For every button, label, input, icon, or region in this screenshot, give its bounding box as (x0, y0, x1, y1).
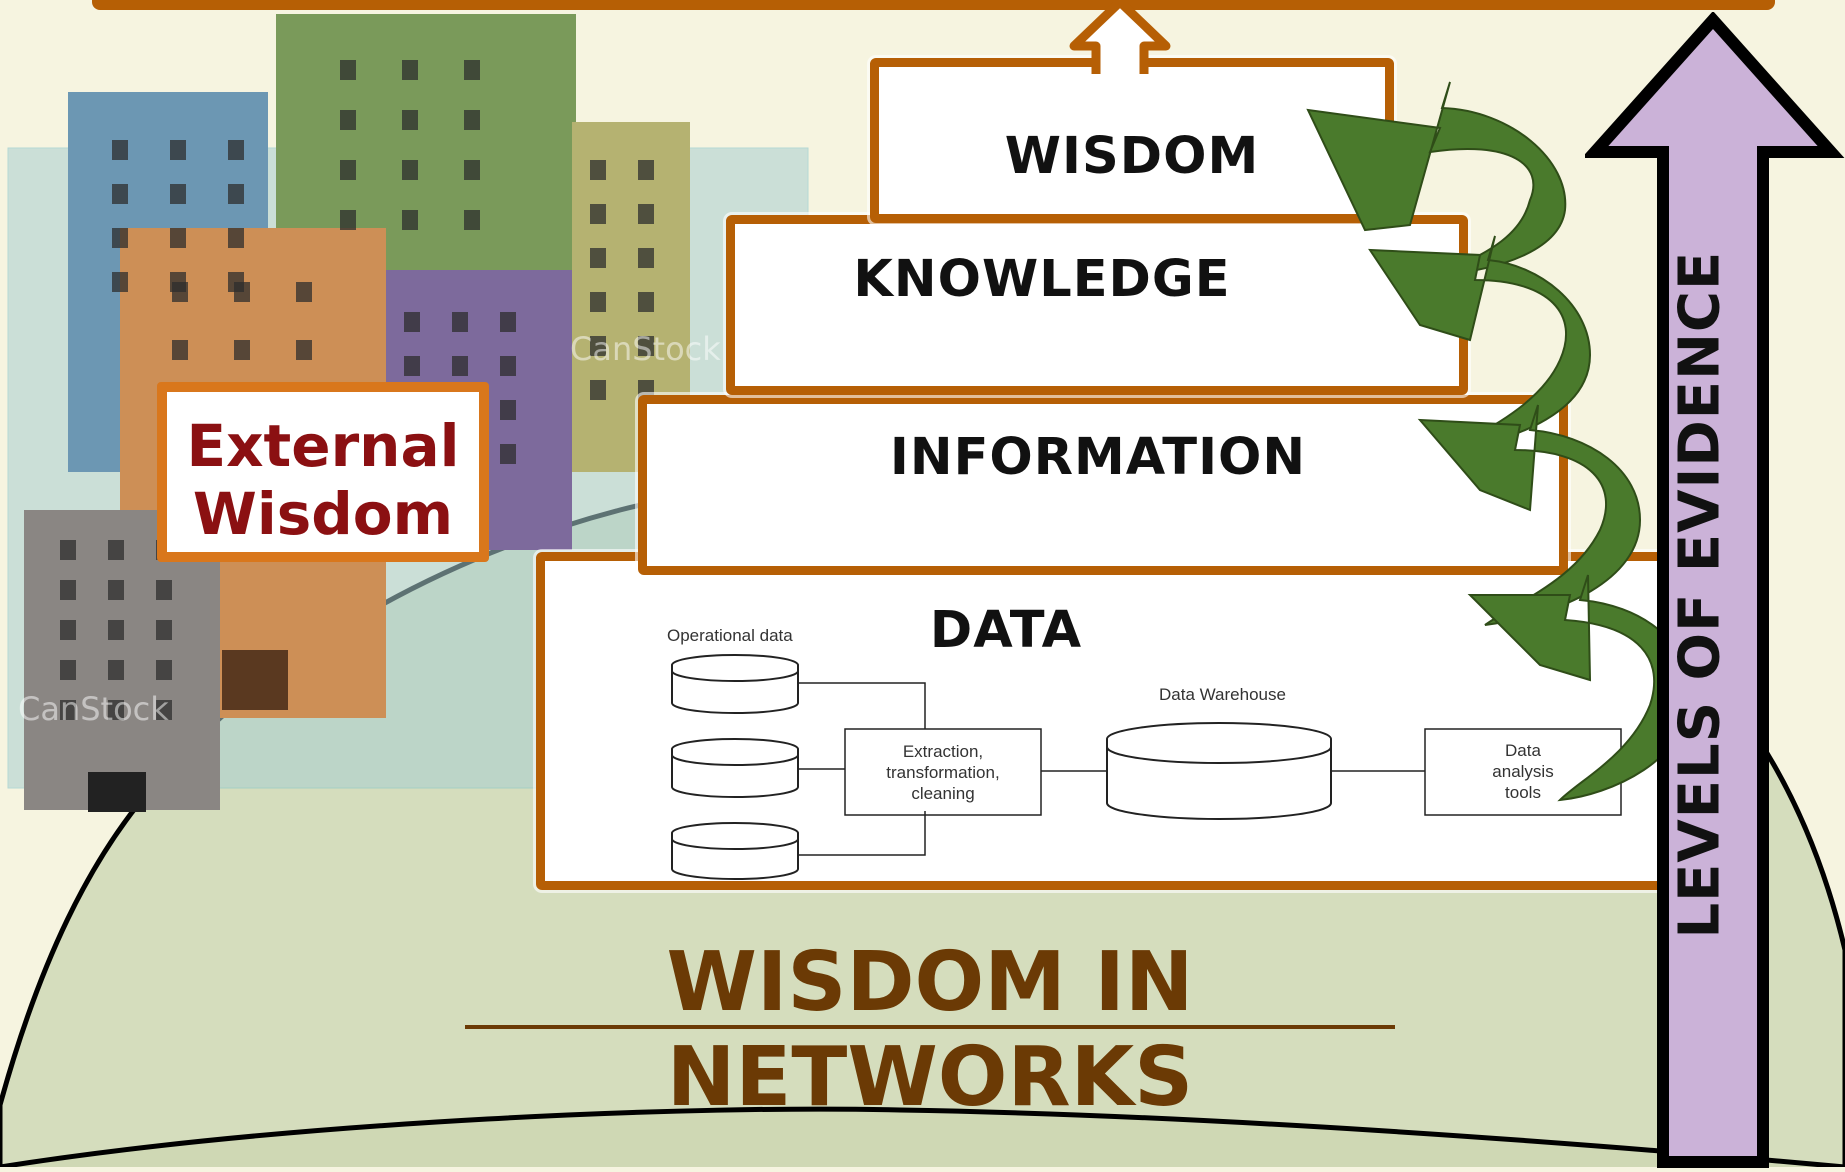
watermark-text: CanStock (18, 690, 169, 728)
building-window (638, 292, 654, 312)
building-window (464, 210, 480, 230)
building-window (402, 210, 418, 230)
information-label: INFORMATION (889, 428, 1307, 487)
building-window (108, 580, 124, 600)
building-window (172, 282, 188, 302)
building-window (500, 312, 516, 332)
top-bar (92, 0, 1775, 10)
building-window (464, 160, 480, 180)
building-window (590, 248, 606, 268)
building-window (404, 312, 420, 332)
building-window (112, 228, 128, 248)
building-window (228, 140, 244, 160)
building-window (402, 60, 418, 80)
curved-arrow-icon (1306, 81, 1567, 276)
building-window (108, 660, 124, 680)
building-window (156, 620, 172, 640)
knowledge-tier: KNOWLEDGE (726, 215, 1468, 395)
building-window (170, 140, 186, 160)
building-window (638, 248, 654, 268)
tools-line-2: analysis (1492, 762, 1553, 781)
feedback-arrows (1306, 81, 1690, 802)
building-window (228, 228, 244, 248)
building-window (402, 110, 418, 130)
building-window (112, 272, 128, 292)
building-window (60, 700, 76, 720)
building-window (170, 184, 186, 204)
building-window (296, 340, 312, 360)
building-window (108, 620, 124, 640)
building-window (638, 336, 654, 356)
building-window (170, 228, 186, 248)
tools-line-3: tools (1505, 783, 1541, 802)
building-window (340, 160, 356, 180)
etl-line-3: cleaning (911, 784, 974, 803)
external-wisdom-box: External Wisdom (157, 382, 489, 562)
building-window (500, 400, 516, 420)
external-wisdom-line-2: Wisdom (192, 480, 454, 548)
building-window (296, 282, 312, 302)
building-window (464, 60, 480, 80)
building-window (590, 336, 606, 356)
building-window (402, 160, 418, 180)
operational-data-label: Operational data (667, 626, 793, 645)
levels-of-evidence-arrow (1585, 12, 1845, 1168)
building-window (234, 282, 250, 302)
building-window (340, 110, 356, 130)
building-window (156, 580, 172, 600)
building-window (60, 580, 76, 600)
building-window (500, 356, 516, 376)
building-window (156, 700, 172, 720)
title-underline (465, 1025, 1395, 1029)
etl-line-2: transformation, (886, 763, 999, 782)
wisdom-label: WISDOM (1004, 127, 1260, 186)
building-window (108, 700, 124, 720)
tools-line-1: Data (1505, 741, 1541, 760)
building-window (500, 444, 516, 464)
building-window (590, 204, 606, 224)
building-window (638, 160, 654, 180)
warehouse-label: Data Warehouse (1159, 685, 1286, 704)
etl-line-1: Extraction, (903, 742, 983, 761)
building-window (112, 140, 128, 160)
building-window (404, 356, 420, 376)
building-window (112, 184, 128, 204)
building-window (340, 60, 356, 80)
building-window (590, 160, 606, 180)
knowledge-label: KNOWLEDGE (853, 250, 1231, 309)
building-window (638, 204, 654, 224)
building-window (340, 210, 356, 230)
information-tier: INFORMATION (638, 395, 1568, 575)
building-window (108, 540, 124, 560)
page-title: WISDOM IN NETWORKS (666, 935, 1194, 1125)
building-window (464, 110, 480, 130)
building-window (234, 340, 250, 360)
building-window (60, 540, 76, 560)
building-window (60, 660, 76, 680)
data-warehouse-diagram: Operational data Extraction, transformat… (667, 626, 1622, 880)
building-window (228, 184, 244, 204)
curved-arrow-icon (1417, 404, 1642, 626)
building-window (172, 340, 188, 360)
building-window (590, 292, 606, 312)
watermark-text: CanStock (570, 330, 721, 368)
levels-of-evidence-text: LEVELS OF EVIDENCE (1667, 250, 1733, 939)
building-window (452, 312, 468, 332)
building-window (156, 660, 172, 680)
data-label: DATA (929, 601, 1083, 660)
external-wisdom-line-1: External (186, 412, 460, 480)
up-arrow-icon (1069, 0, 1171, 74)
building-window (452, 356, 468, 376)
building-window (590, 380, 606, 400)
building-window (60, 620, 76, 640)
